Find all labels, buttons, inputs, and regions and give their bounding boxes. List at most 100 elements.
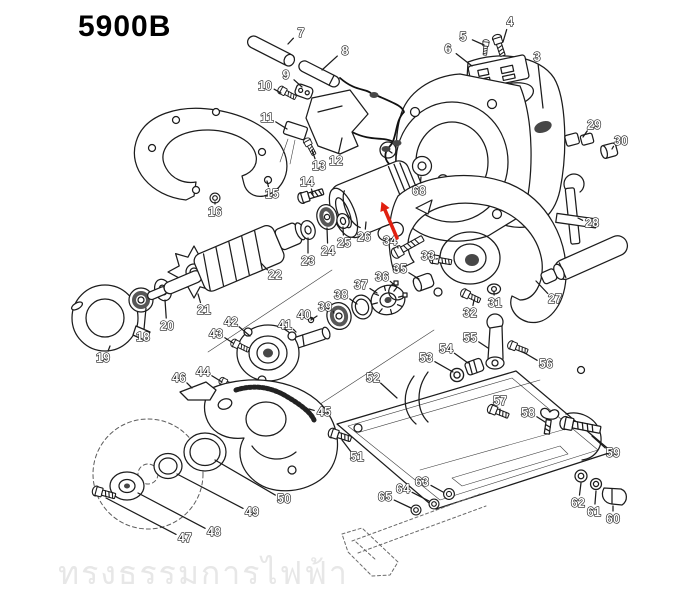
part-number-37: 37 (354, 278, 368, 292)
part-22-armature-illustration (147, 222, 307, 301)
leader-line-part-44 (211, 375, 223, 383)
part-number-20: 20 (160, 319, 174, 333)
part-number-15: 15 (265, 187, 279, 201)
part-number-25: 25 (337, 236, 351, 250)
leader-line-part-30 (611, 145, 615, 150)
leader-line-part-59 (591, 435, 606, 449)
leader-line-part-38 (349, 298, 358, 305)
part-42-bearing-box-illustration (236, 324, 300, 385)
part-number-27: 27 (548, 292, 562, 306)
part-number-28: 28 (585, 216, 599, 230)
part-number-65: 65 (378, 490, 392, 504)
part-number-38: 38 (334, 288, 348, 302)
part-60-elbow-illustration (601, 487, 627, 506)
highlight-arrow-head (380, 201, 390, 212)
leader-line-part-53 (434, 361, 454, 373)
leader-line-part-27 (535, 280, 549, 295)
part-number-10: 10 (258, 79, 272, 93)
part-number-44: 44 (196, 365, 210, 379)
part-number-64: 64 (396, 482, 410, 496)
leader-line-part-10 (273, 88, 282, 94)
part-number-41: 41 (278, 318, 292, 332)
part-number-13: 13 (312, 159, 326, 173)
leader-line-part-37 (369, 287, 378, 294)
part-number-53: 53 (419, 351, 433, 365)
part-number-62: 62 (571, 496, 585, 510)
part-23-washer-illustration (300, 220, 316, 240)
part-number-63: 63 (415, 475, 429, 489)
part-number-30: 30 (614, 134, 628, 148)
construction-lines (207, 269, 435, 413)
part-number-16: 16 (208, 205, 222, 219)
leader-line-part-64 (411, 491, 430, 502)
leader-line-part-12 (337, 137, 343, 154)
part-15-handle-loop-illustration (133, 107, 288, 201)
leader-line-part-4 (502, 28, 508, 43)
part-32-screw-illustration (458, 287, 483, 306)
part-38-ring-illustration (351, 294, 373, 320)
part-number-24: 24 (321, 244, 335, 258)
part-39-ball-bearing-illustration (326, 301, 352, 331)
leader-line-part-7 (287, 37, 294, 45)
leader-line-part-46 (186, 382, 193, 389)
leader-line-part-24 (326, 227, 329, 244)
leader-line-part-5 (471, 39, 485, 46)
leader-line-part-61 (594, 490, 597, 505)
part-number-56: 56 (539, 357, 553, 371)
leader-line-part-18 (143, 307, 147, 330)
part-50-safety-cover-illustration (203, 379, 339, 492)
part-19-baffle-plate-illustration (70, 284, 151, 352)
part-62-washer-illustration (574, 469, 588, 483)
leader-line-part-49 (176, 473, 244, 510)
leader-line-part-47 (105, 497, 177, 536)
part-35-sleeve-illustration (412, 272, 435, 292)
part-number-46: 46 (172, 371, 186, 385)
leader-line-part-28 (577, 217, 584, 221)
leader-line-part-56 (522, 351, 538, 361)
part-number-49: 49 (245, 505, 259, 519)
leader-line-part-3 (537, 64, 544, 109)
leader-line-part-55 (478, 341, 489, 349)
part-65-nut-illustration (410, 504, 422, 516)
part-64-nut-illustration (428, 498, 440, 510)
part-number-58: 58 (521, 406, 535, 420)
part-50-clamp-ring-illustration (183, 432, 227, 472)
part-14-screw-illustration (295, 185, 326, 206)
part-45-coil-spring-illustration (233, 384, 317, 423)
part-number-47: 47 (178, 531, 192, 545)
part-54-sleeve-illustration (464, 357, 485, 376)
part-number-8: 8 (342, 44, 349, 58)
part-number-14: 14 (300, 175, 314, 189)
part-number-32: 32 (463, 306, 477, 320)
part-63-washer-illustration (443, 488, 455, 500)
leader-line-part-40 (309, 317, 314, 320)
part-number-7: 7 (298, 26, 305, 40)
leader-line-part-32 (472, 299, 475, 306)
shop-watermark: ทรงธรรมการไฟฟ้า (58, 555, 349, 591)
part-number-50: 50 (277, 492, 291, 506)
leader-line-part-52 (380, 382, 398, 399)
part-48-inner-flange-illustration (109, 471, 145, 501)
part-number-55: 55 (463, 331, 477, 345)
leader-line-part-58 (536, 416, 546, 423)
part-10-screw-illustration (275, 84, 298, 102)
leader-line-part-36 (389, 280, 398, 288)
part-number-33: 33 (421, 249, 435, 263)
lead-wires-illustration (339, 77, 405, 173)
part-36-stop-ring-illustration (388, 280, 408, 301)
leader-line-part-8 (321, 55, 338, 71)
part-number-61: 61 (587, 505, 601, 519)
part-number-23: 23 (301, 254, 315, 268)
leader-line-part-14 (310, 188, 314, 195)
part-number-31: 31 (488, 296, 502, 310)
leader-line-part-21 (197, 293, 202, 304)
leader-line-part-42 (238, 326, 251, 337)
part-number-45: 45 (317, 405, 331, 419)
part-11-brush-illustration (279, 120, 309, 165)
part-number-4: 4 (507, 15, 514, 29)
part-number-51: 51 (350, 450, 364, 464)
part-37-helical-gear-illustration (370, 284, 406, 316)
part-number-3: 3 (534, 50, 541, 64)
